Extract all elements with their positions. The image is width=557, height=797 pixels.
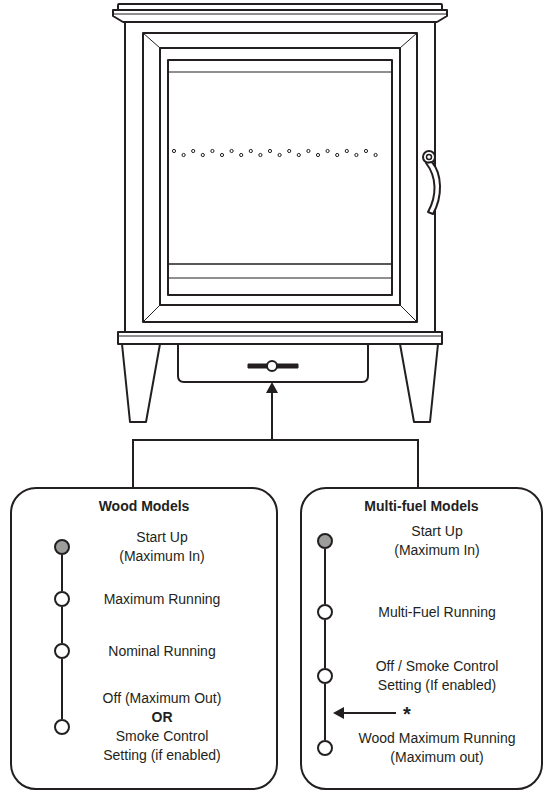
leader-line xyxy=(271,392,273,440)
plinth xyxy=(118,332,442,344)
setting-marker: Nominal Running xyxy=(54,643,70,659)
setting-marker: Off / Smoke Control Setting (If enabled) xyxy=(317,668,333,684)
airwash-hole xyxy=(192,149,195,152)
panel-heading: Wood Models xyxy=(12,497,276,516)
handle-pivot xyxy=(427,155,432,160)
door-handle xyxy=(426,162,440,214)
setting-label: Maximum Running xyxy=(77,590,247,609)
airwash-hole xyxy=(240,153,243,156)
airwash-hole xyxy=(345,149,348,152)
airwash-hole xyxy=(316,153,319,156)
setting-label: Start Up (Maximum In) xyxy=(107,528,217,566)
airwash-hole xyxy=(211,149,214,152)
setting-text: Start Up (Maximum In) xyxy=(382,522,492,560)
setting-track xyxy=(324,549,326,604)
arrow-head xyxy=(266,382,278,393)
airwash-hole xyxy=(268,149,271,152)
setting-text: Maximum Running xyxy=(77,590,247,609)
door-inner-frame xyxy=(160,48,400,305)
airwash-hole xyxy=(201,153,204,156)
glass-bottom-bar xyxy=(168,278,392,279)
setting-track xyxy=(61,607,63,643)
setting-label: Off / Smoke Control Setting (If enabled) xyxy=(362,657,512,695)
setting-label: Nominal Running xyxy=(77,642,247,661)
frame-bevel xyxy=(143,33,417,322)
leg xyxy=(122,344,160,422)
airwash-hole xyxy=(297,153,300,156)
airwash-hole xyxy=(220,153,223,156)
airwash-hole xyxy=(326,149,329,152)
setting-track xyxy=(324,684,326,740)
cornice xyxy=(113,10,447,22)
setting-text: Start Up (Maximum In) xyxy=(107,528,217,566)
setting-text: Multi-Fuel Running xyxy=(352,603,522,622)
setting-track xyxy=(61,555,63,591)
model-panel: Wood ModelsStart Up (Maximum In) Maximum … xyxy=(10,487,278,790)
setting-track xyxy=(324,620,326,668)
airwash-hole xyxy=(355,153,358,156)
door-glass xyxy=(168,60,392,295)
pointer-line xyxy=(342,712,396,714)
air-control-knob xyxy=(267,361,277,371)
setting-marker: Wood Maximum Running (Maximum out) xyxy=(317,740,333,756)
airwash-hole xyxy=(336,153,339,156)
setting-label: Start Up (Maximum In) xyxy=(382,522,492,560)
cornice-line xyxy=(113,14,447,15)
stove-body xyxy=(125,22,435,332)
callout-mark: * xyxy=(403,703,411,725)
door-frame xyxy=(143,33,417,322)
plinth-line xyxy=(118,336,442,337)
airwash-hole xyxy=(230,149,233,152)
airwash-hole xyxy=(259,153,262,156)
glass-bottom-bar xyxy=(168,263,392,265)
setting-text: Off / Smoke Control Setting (If enabled) xyxy=(362,657,512,695)
airwash-hole xyxy=(288,149,291,152)
panel-heading: Multi-fuel Models xyxy=(302,497,541,516)
setting-label: OR xyxy=(100,708,225,727)
airwash-hole xyxy=(364,149,367,152)
setting-marker: Maximum Running xyxy=(54,591,70,607)
setting-marker: Off (Maximum Out)ORSmoke Control Setting… xyxy=(54,719,70,735)
arrow-head xyxy=(333,707,344,719)
airwash-hole xyxy=(278,153,281,156)
stove xyxy=(113,4,447,422)
setting-marker: Start Up (Maximum In) xyxy=(54,539,70,555)
setting-text: Nominal Running xyxy=(77,642,247,661)
airwash-holes xyxy=(172,149,377,156)
leg xyxy=(400,344,438,422)
model-panel: Multi-fuel ModelsStart Up (Maximum In) Mu… xyxy=(300,487,543,790)
ash-pan xyxy=(178,344,368,382)
handle-pivot xyxy=(423,151,435,163)
airwash-hole xyxy=(182,153,185,156)
setting-label: Smoke Control Setting (if enabled) xyxy=(100,727,225,765)
setting-marker: Start Up (Maximum In) xyxy=(317,533,333,549)
airwash-hole xyxy=(374,153,377,156)
leader-line xyxy=(133,440,418,487)
setting-text: Off (Maximum Out)ORSmoke Control Setting… xyxy=(100,689,225,765)
glass-top-bar xyxy=(168,72,392,73)
airwash-hole xyxy=(249,149,252,152)
setting-label: Wood Maximum Running (Maximum out) xyxy=(352,729,522,767)
airwash-hole xyxy=(172,149,175,152)
setting-label: Multi-Fuel Running xyxy=(352,603,522,622)
airwash-hole xyxy=(307,149,310,152)
setting-marker: Multi-Fuel Running xyxy=(317,604,333,620)
setting-track xyxy=(61,659,63,719)
setting-text: Wood Maximum Running (Maximum out) xyxy=(352,729,522,767)
setting-label: Off (Maximum Out) xyxy=(100,689,225,708)
